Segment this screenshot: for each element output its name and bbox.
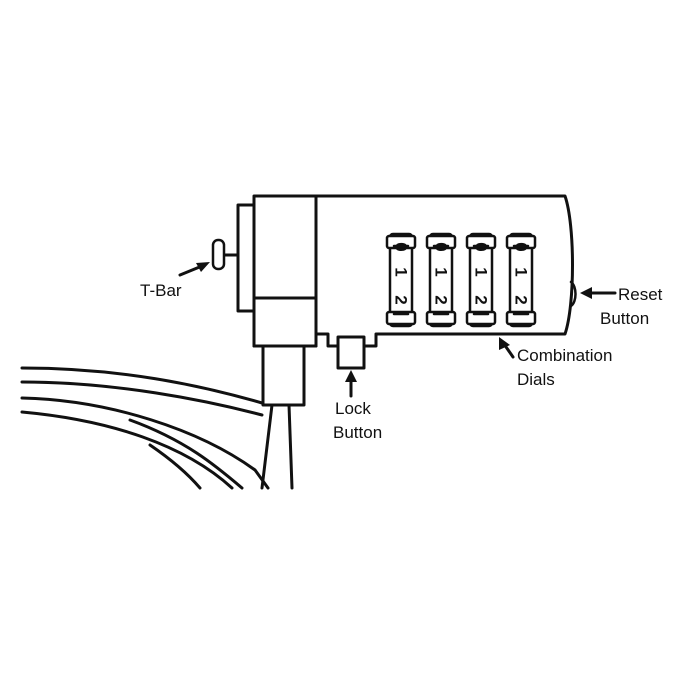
combo-arrowhead [499, 337, 510, 350]
cable-strand-5 [128, 418, 244, 490]
cable-strand-6 [148, 443, 202, 490]
cable-collar [261, 344, 306, 407]
neck-block [252, 296, 318, 348]
lock-arrowhead [345, 370, 357, 382]
cable-loops [20, 366, 270, 490]
combination-dials: 0 1 2 0 1 2 0 1 2 0 1 2 [385, 232, 537, 328]
combo-label-line2: Dials [517, 370, 555, 389]
cable-strand-4 [20, 410, 234, 490]
dial-digit: 2 [392, 295, 411, 304]
reset-arrowhead [580, 287, 592, 299]
dial-digit: 2 [512, 295, 531, 304]
main-housing [252, 194, 574, 348]
dial-1[interactable]: 0 1 2 [385, 232, 417, 328]
dial-digit: 2 [432, 295, 451, 304]
t-bar-arrowhead [196, 262, 210, 272]
dial-outline [388, 232, 414, 328]
lock-label-line1: Lock [335, 399, 371, 418]
dial-digit: 0 [512, 242, 531, 251]
combo-label-line1: Combination [517, 346, 612, 365]
dial-2[interactable]: 0 1 2 [425, 232, 457, 328]
dial-4[interactable]: 0 1 2 [505, 232, 537, 328]
callout-labels: T-Bar Lock Button Reset Button Combinati… [140, 281, 663, 442]
front-plate [236, 203, 256, 313]
dial-digit: 1 [512, 267, 531, 276]
t-bar-arrow-line [178, 264, 204, 277]
dial-digit: 1 [432, 267, 451, 276]
dial-3[interactable]: 0 1 2 [465, 232, 497, 328]
t-bar-handle [211, 238, 226, 271]
reset-label-line1: Reset [618, 285, 663, 304]
dial-outline [428, 232, 454, 328]
dial-outline [468, 232, 494, 328]
dial-digit: 0 [392, 242, 411, 251]
dial-digit: 0 [432, 242, 451, 251]
reset-button [569, 280, 577, 308]
dial-digit: 2 [472, 295, 491, 304]
cable-down-right [287, 403, 294, 490]
cable-strand-1 [20, 366, 264, 405]
lock-button [336, 335, 366, 370]
cable-strand-3 [20, 396, 270, 490]
dial-digit: 1 [392, 267, 411, 276]
lock-label-line2: Button [333, 423, 382, 442]
dial-outline [508, 232, 534, 328]
reset-label-line2: Button [600, 309, 649, 328]
dial-digit: 1 [472, 267, 491, 276]
cable-down-left [260, 403, 274, 490]
callout-arrowheads [196, 262, 592, 382]
cable-strand-2 [20, 380, 264, 417]
dial-digit: 0 [472, 242, 491, 251]
t-bar-label: T-Bar [140, 281, 182, 300]
